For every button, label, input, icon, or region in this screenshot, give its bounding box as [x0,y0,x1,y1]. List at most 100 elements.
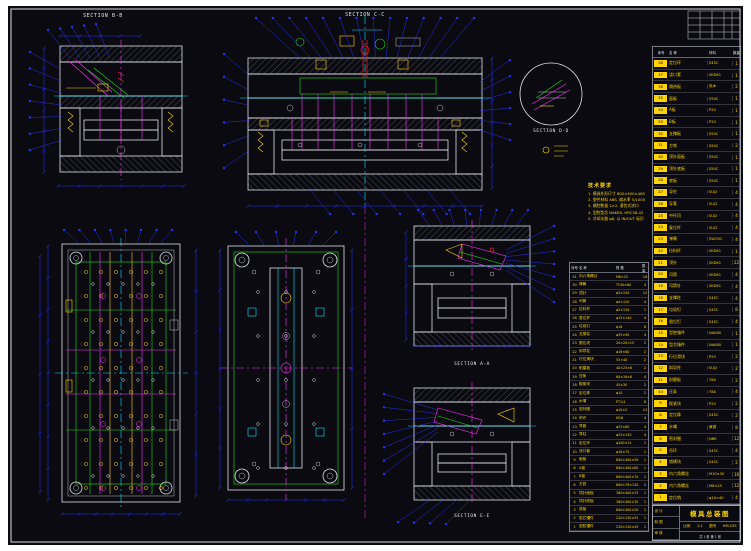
bom-row: 25 垃圾钉 φ16 8 [570,323,648,332]
bom-row: 30 弹簧 TF40×60 4 [570,281,648,290]
bom-row: 23 限位块 20×20×15 2 [570,340,648,348]
label-section-ee: SECTION E-E [454,513,490,519]
bom-row: 6 密封圈 NBR 12 [653,434,740,446]
bom-row: 16 水嘴 PT1/4 8 [570,398,648,407]
bom-row: 36 隔热板 电木 2 [653,81,740,94]
label-section-dd: SECTION D-D [533,128,569,134]
bom-row: 7 B板 600×400×70 1 [570,473,648,482]
bom-row: 14 吊环 M16 4 [570,415,648,423]
title-block-signatures: 设 计制 图审 核 [653,506,680,540]
bom-row: 28 司筒 φ4×120 4 [570,298,648,307]
signature-row: 审 核 [653,529,679,540]
bom-row: 19 司筒针 SKD61 4 [653,281,740,293]
bom-row: 33 B板 P20 1 [653,117,740,129]
bom-outer-rows: 38 定位环 S45C 1 37 浇口套 SKD61 1 36 隔热板 电木 2… [653,58,740,504]
bom-inner-rows: 31 内六角螺丝 M8×25 16 30 弹簧 TF40×60 4 29 顶针 … [570,273,648,532]
signature-row: 制 图 [653,517,679,529]
notes-title: 技术要求 [588,183,613,189]
note-line: 5. 冷却水路 φ8, 以 IN/OUT 标识 [588,216,644,222]
col-mat: 材料 [709,50,716,55]
view-detail-dd [519,62,583,157]
bom-row: 5 顶针面板 380×400×25 1 [570,490,648,498]
view-plan-middle [218,230,354,502]
bom-row: 21 顶针 SKD61 22 [653,257,740,270]
bom-row: 13 导套 φ25×60 4 [570,423,648,432]
bom-row: 12 导柱 φ25×150 4 [570,431,648,440]
scale-label: 比例 [683,523,691,528]
bom-row: 24 复位杆 SUJ2 4 [653,222,740,235]
bom-row: 6 方铁 600×78×120 2 [570,481,648,490]
col-spec: 规 格 [616,266,624,270]
bom-row: 25 中托司 SUJ2 4 [653,211,740,223]
bom-row: 2 内六角螺丝 M8×25 12 [653,480,740,493]
bom-row: 22 拉料杆 SKD61 1 [653,246,740,258]
bom-row: 3 底板 600×400×50 1 [570,506,648,515]
bom-row: 1 型腔镶件 220×150×45 1 [570,523,648,532]
note-line: 4. 型腔型芯 NAK80, HRC38-42 [588,209,644,215]
bom-row: 29 顶针 φ3×150 12 [570,290,648,298]
bom-row: 1 定位销 φ10×40 4 [653,492,740,504]
bom-row: 9 面板 600×400×50 1 [570,456,648,465]
bom-row: 27 导柱 SUJ2 4 [653,187,740,199]
col-no: 序号 [657,50,665,55]
bom-row: 14 型芯镶件 NAK80 1 [653,340,740,352]
view-section-bb [28,22,188,188]
bom-table-inner: 序号 名 称 规 格 数量 31 内六角螺丝 M8×25 16 30 弹簧 TF… [569,262,649,532]
bom-row: 35 面板 S50C 1 [653,93,740,105]
title-block: 设 计制 图审 核 模具总装图 比例 1:1 图号 HM-035 共 1 张 第… [652,505,741,541]
bom-row: 23 弹簧 SWOSC 4 [653,234,740,246]
drawing-title: 模具总装图 [690,510,730,519]
bom-row: 29 顶针底板 S50C 1 [653,164,740,176]
bom-row: 7 水嘴 黄铜 8 [653,422,740,434]
col-name: 名 称 [579,266,587,270]
bom-row: 22 斜导柱 φ16×80 2 [570,348,648,357]
bom-row: 4 锁模块 S45C 2 [653,457,740,469]
bom-row: 12 斜导柱 SUJ2 2 [653,363,740,375]
bom-row: 5 吊环 S45C 4 [653,445,740,457]
bom-row: 15 型腔镶件 NAK80 1 [653,328,740,340]
bom-row: 38 定位环 S45C 1 [653,58,740,70]
bom-row: 16 限位钉 S45C 4 [653,316,740,328]
bom-row: 31 方铁 S50C 2 [653,140,740,152]
note-line: 2. 塑件材料 ABS, 缩水率 5/1000 [588,196,646,202]
bom-row: 10 压条 T8A 4 [653,387,740,399]
drawing-no-label: 图号 [709,523,717,528]
bom-row: 19 压条 60×16×8 4 [570,373,648,382]
bom-row: 11 耐磨板 T8A 2 [653,375,740,387]
bom-row: 21 行位滑块 55×40 2 [570,356,648,365]
sheet-info: 共 1 张 第 1 张 [680,531,740,540]
bom-row: 15 密封圈 φ10×2 12 [570,406,648,415]
bom-row: 20 司筒 SKD61 4 [653,269,740,281]
bom-row: 24 支撑柱 φ35×90 4 [570,331,648,340]
col-name: 名 称 [669,50,677,55]
drawing-no-value: HM-035 [722,524,737,529]
bom-row: 8 定位珠 S45C 2 [653,410,740,422]
bom-row: 10 浇口套 φ16×75 1 [570,448,648,457]
label-section-bb: SECTION B-B [83,13,123,19]
bom-row: 17 垃圾钉 S45C 8 [653,304,740,317]
bom-row: 17 定位珠 φ10 2 [570,390,648,398]
bom-row: 30 顶针面板 S50C 1 [653,152,740,164]
label-section-aa: SECTION A-A [454,361,490,367]
bom-row: 2 型芯镶件 220×150×55 1 [570,515,648,523]
bom-row: 18 楔紧块 45×30 2 [570,381,648,390]
col-no: 序号 [571,266,578,270]
col-qty: 数量 [733,50,740,55]
view-section-ee [382,382,536,526]
bom-row: 26 复位杆 φ15×140 4 [570,315,648,323]
view-plan-left [38,228,198,516]
bom-row: 9 楔紧块 P20 2 [653,398,740,411]
bom-table-outer: 序号 名 称 材料 数量 38 定位环 S45C 1 37 浇口套 SKD61 … [652,46,741,505]
bom-row: 27 拉料杆 φ5×130 1 [570,306,648,315]
col-qty: 数量 [642,263,646,273]
bom-row: 18 支撑柱 S45C 4 [653,293,740,305]
note-line: 1. 模具外形尺寸 600×400×465 [588,190,645,196]
bom-row: 8 A板 600×400×80 1 [570,465,648,473]
bom-row: 11 定位环 φ100×15 1 [570,440,648,448]
bom-row: 37 浇口套 SKD61 1 [653,70,740,82]
label-section-cc: SECTION C-C [345,12,385,18]
bom-row: 31 内六角螺丝 M8×25 16 [570,273,648,282]
